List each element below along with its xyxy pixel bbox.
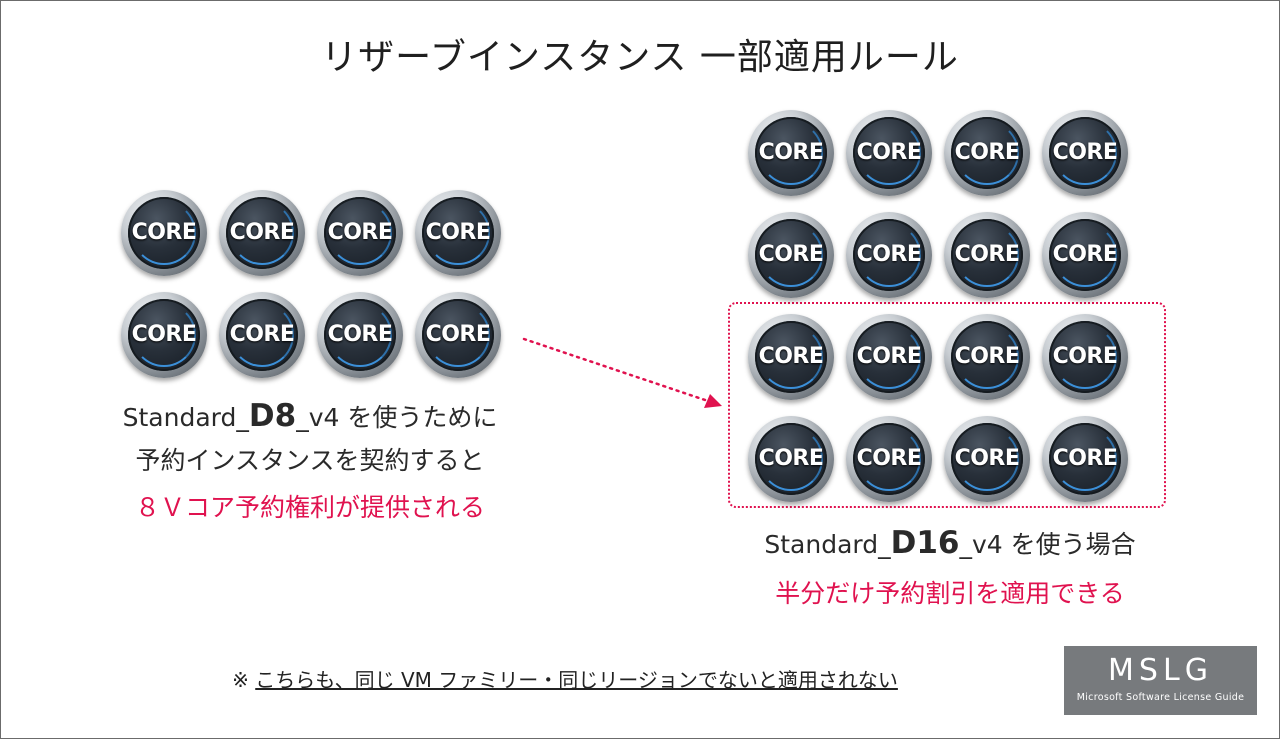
- core-coin-ring: [230, 303, 294, 367]
- mslg-logo: MSLG Microsoft Software License Guide: [1064, 646, 1257, 715]
- core-coin-left: CORE: [317, 190, 403, 276]
- core-coin-ring: [955, 223, 1019, 287]
- logo-main-text: MSLG: [1108, 653, 1213, 688]
- core-coin-left: CORE: [121, 190, 207, 276]
- core-coin-label: CORE: [856, 242, 922, 267]
- reserved-cores-bracket: [728, 302, 1166, 508]
- core-coin-left: CORE: [415, 190, 501, 276]
- core-coin-ring: [132, 201, 196, 265]
- left-caption-pre: Standard_: [122, 403, 249, 432]
- core-coin-label: CORE: [954, 140, 1020, 165]
- core-coin-right: CORE: [748, 314, 834, 400]
- core-coin-label: CORE: [425, 322, 491, 347]
- core-coin-label: CORE: [856, 344, 922, 369]
- logo-sub-text: Microsoft Software License Guide: [1076, 692, 1245, 703]
- core-coin-ring: [857, 121, 921, 185]
- core-coin-ring: [759, 121, 823, 185]
- core-coin-right: CORE: [748, 416, 834, 502]
- arrow-line: [522, 337, 710, 403]
- core-coin-ring: [1053, 325, 1117, 389]
- core-coin-ring: [955, 325, 1019, 389]
- core-coin-ring: [955, 121, 1019, 185]
- core-coin-left: CORE: [121, 292, 207, 378]
- core-coin-label: CORE: [954, 344, 1020, 369]
- core-coin-label: CORE: [1052, 344, 1118, 369]
- core-coin-right: CORE: [944, 110, 1030, 196]
- core-coin-right: CORE: [748, 110, 834, 196]
- core-coin-label: CORE: [1052, 242, 1118, 267]
- core-coin-right: CORE: [944, 314, 1030, 400]
- left-caption-highlight: ８Ｖコア予約権利が提供される: [134, 493, 485, 522]
- core-coin-left: CORE: [415, 292, 501, 378]
- core-coin-label: CORE: [425, 220, 491, 245]
- core-coin-ring: [328, 303, 392, 367]
- right-caption-vm-size: D16: [890, 525, 960, 561]
- right-caption-post: _v4 を使う場合: [959, 530, 1136, 559]
- core-coin-label: CORE: [954, 242, 1020, 267]
- core-coin-ring: [328, 201, 392, 265]
- footnote-text: こちらも、同じ VM ファミリー・同じリージョンでないと適用されない: [255, 668, 898, 692]
- core-coin-ring: [1053, 223, 1117, 287]
- core-coin-right: CORE: [748, 212, 834, 298]
- core-coin-label: CORE: [856, 140, 922, 165]
- core-coin-ring: [426, 201, 490, 265]
- core-coin-label: CORE: [131, 220, 197, 245]
- core-coin-right: CORE: [944, 416, 1030, 502]
- core-coin-left: CORE: [219, 190, 305, 276]
- core-coin-label: CORE: [327, 322, 393, 347]
- core-coin-label: CORE: [758, 344, 824, 369]
- core-coin-ring: [1053, 121, 1117, 185]
- core-coin-label: CORE: [954, 446, 1020, 471]
- core-coin-right: CORE: [846, 212, 932, 298]
- right-caption-highlight: 半分だけ予約割引を適用できる: [775, 579, 1125, 608]
- core-coin-right: CORE: [846, 416, 932, 502]
- core-coin-ring: [857, 325, 921, 389]
- core-coin-right: CORE: [1042, 212, 1128, 298]
- core-coin-ring: [132, 303, 196, 367]
- core-coin-ring: [230, 201, 294, 265]
- core-coin-right: CORE: [846, 314, 932, 400]
- core-coin-right: CORE: [1042, 110, 1128, 196]
- core-coin-ring: [1053, 427, 1117, 491]
- core-coin-label: CORE: [327, 220, 393, 245]
- core-coin-label: CORE: [131, 322, 197, 347]
- right-core-group: CORE CORE CORE CORE CORE CORE CORE CORE CORE CORE…: [748, 110, 1128, 502]
- core-coin-left: CORE: [317, 292, 403, 378]
- core-coin-label: CORE: [758, 140, 824, 165]
- slide-title: リザーブインスタンス 一部適用ルール: [321, 37, 959, 78]
- core-coin-left: CORE: [219, 292, 305, 378]
- core-coin-ring: [857, 427, 921, 491]
- core-coin-ring: [955, 427, 1019, 491]
- left-caption-line2: 予約インスタンスを契約すると: [135, 446, 485, 475]
- core-coin-label: CORE: [758, 446, 824, 471]
- right-caption-line1: Standard_D16_v4 を使う場合: [700, 525, 1200, 561]
- core-coin-right: CORE: [846, 110, 932, 196]
- core-coin-label: CORE: [758, 242, 824, 267]
- core-coin-right: CORE: [1042, 314, 1128, 400]
- core-coin-ring: [857, 223, 921, 287]
- arrow-head: [704, 394, 722, 408]
- core-coin-label: CORE: [229, 322, 295, 347]
- core-coin-right: CORE: [944, 212, 1030, 298]
- core-coin-right: CORE: [1042, 416, 1128, 502]
- left-core-group: CORE CORE CORE CORE CORE CORE CORE CORE: [121, 190, 501, 378]
- left-caption-vm-size: D8: [248, 398, 297, 434]
- core-coin-ring: [759, 325, 823, 389]
- footnote: ※ こちらも、同じ VM ファミリー・同じリージョンでないと適用されない: [0, 664, 1130, 693]
- core-coin-ring: [426, 303, 490, 367]
- right-caption-pre: Standard_: [764, 530, 891, 559]
- core-coin-label: CORE: [229, 220, 295, 245]
- core-coin-label: CORE: [1052, 140, 1118, 165]
- left-caption-line1: Standard_D8_v4 を使うために: [60, 398, 560, 434]
- core-coin-ring: [759, 223, 823, 287]
- core-coin-ring: [759, 427, 823, 491]
- footnote-mark: ※: [232, 668, 256, 692]
- core-coin-label: CORE: [856, 446, 922, 471]
- left-caption-post: _v4 を使うために: [296, 403, 498, 432]
- core-coin-label: CORE: [1052, 446, 1118, 471]
